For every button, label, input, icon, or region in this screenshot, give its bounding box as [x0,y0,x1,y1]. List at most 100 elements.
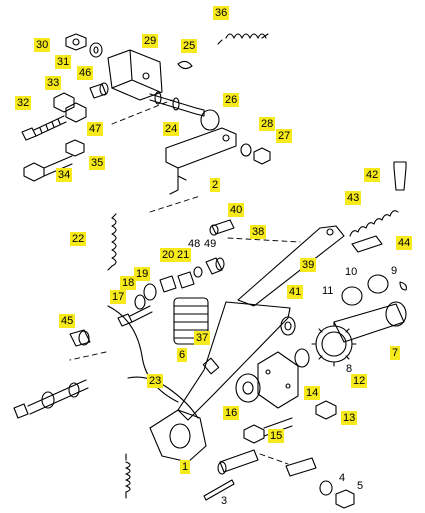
part-sleeve [285,457,317,477]
callout-36: 36 [213,6,230,20]
callout-37: 37 [194,331,211,345]
part-3-cotter-pin [203,479,235,501]
callout-21: 21 [175,248,192,262]
callout-32: 32 [15,96,32,110]
part-38-link-rod [237,225,345,307]
callout-1: 1 [180,460,191,474]
callout-2: 2 [210,178,221,192]
callout-35: 35 [89,156,106,170]
part-left-bolt-assembly [13,379,89,419]
part-1-pin [217,449,259,475]
callout-7: 7 [390,346,401,360]
part-31-washer [89,42,103,58]
callout-26: 26 [223,93,240,107]
part-9-key [399,281,407,291]
callout-6: 6 [177,348,188,362]
part-17-bolt [117,305,153,327]
part-11-bushing [341,286,363,306]
part-22-spring [107,213,117,271]
callout-3: 3 [221,495,228,507]
part-42-clevis-pin [393,161,407,191]
part-12-washer [294,348,310,368]
callout-17: 17 [110,290,127,304]
part-32-bolt [21,115,67,141]
part-23-cable [107,305,199,419]
part-4-washer [319,480,333,496]
callout-20: 20 [160,248,177,262]
callout-27: 27 [276,129,293,143]
part-18-spacer [134,294,146,310]
callout-11: 11 [322,285,334,297]
callout-49: 49 [204,238,217,250]
part-37-spring [173,297,209,345]
callout-18: 18 [120,276,137,290]
part-16-bearing [235,373,261,403]
part-41-washer [280,316,296,336]
callout-33: 33 [45,76,62,90]
callout-28: 28 [259,117,276,131]
callout-43: 43 [345,191,362,205]
callout-24: 24 [163,122,180,136]
callout-40: 40 [228,203,245,217]
part-13-bolt [315,400,337,420]
callout-38: 38 [250,225,267,239]
part-28-washer [240,143,252,157]
callout-13: 13 [341,411,358,425]
callout-39: 39 [300,258,317,272]
part-24-shaft [149,91,205,117]
callout-15: 15 [268,429,285,443]
part-45-bushing [69,329,91,347]
part-29-bracket [107,49,163,101]
callout-46: 46 [77,66,94,80]
part-6-pedal-arm [177,301,291,421]
callout-34: 34 [56,168,73,182]
part-19-spacer [143,283,157,301]
callout-47: 47 [87,122,104,136]
part-2-lever-plate [165,127,237,195]
callout-16: 16 [223,406,240,420]
part-46-bushing [89,82,109,99]
part-43-spring [349,210,399,237]
callout-12: 12 [351,374,368,388]
callout-22: 22 [70,232,87,246]
part-21-bushing [177,271,195,289]
callout-19: 19 [134,267,151,281]
callout-41: 41 [287,285,304,299]
callout-31: 31 [55,55,72,69]
callout-25: 25 [181,39,198,53]
callout-42: 42 [364,168,381,182]
callout-48: 48 [188,238,201,250]
callout-45: 45 [59,314,76,328]
part-47-nut [65,102,87,123]
part-10-bushing [367,274,389,294]
part-26-o-ring [200,109,220,131]
part-35-washer [65,139,85,157]
part-40-pin [209,219,235,236]
part-49-sleeve [205,257,225,275]
callout-23: 23 [147,374,164,388]
part-14-plate [257,351,299,409]
callout-8: 8 [346,363,353,375]
part-27-nut [253,147,271,165]
callout-29: 29 [142,34,159,48]
callout-5: 5 [357,480,364,492]
callout-44: 44 [396,236,413,250]
part-7-shaft [333,301,407,343]
part-pedal-base [149,409,207,463]
part-30-nut [65,33,87,51]
part-lower-spring [125,453,131,499]
part-20-bushing [159,275,177,293]
part-8-gear [311,321,357,367]
part-48-washer [193,266,203,278]
callout-10: 10 [345,266,358,278]
part-44-pin [351,235,383,253]
callout-4: 4 [339,472,346,484]
part-25-clip [177,60,193,70]
callout-14: 14 [304,386,321,400]
part-5-bolt [335,489,355,509]
part-36-spring [217,33,269,45]
callout-30: 30 [34,38,51,52]
alignment-lines [69,99,301,465]
